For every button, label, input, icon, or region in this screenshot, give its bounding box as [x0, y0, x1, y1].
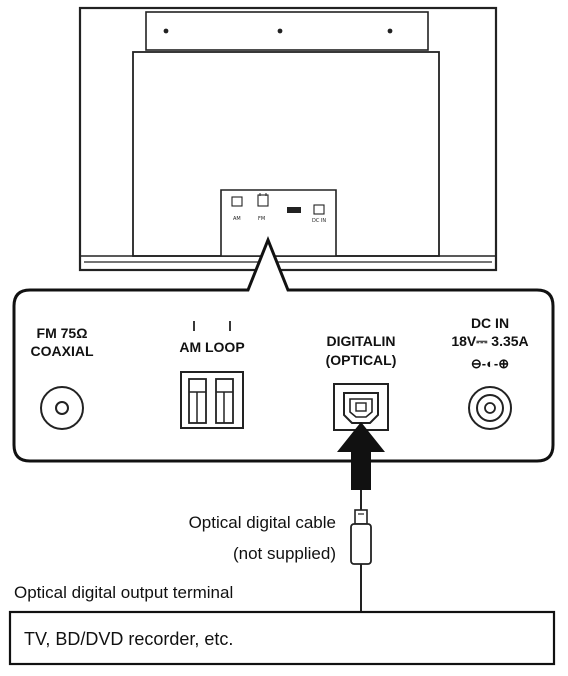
- optical-label-line1: DIGITALIN: [327, 333, 396, 349]
- callout-panel-outline: [12, 235, 555, 463]
- dc-input-terminal: DC IN 18V⎓ 3.35A ⊖-◐-⊕: [451, 315, 529, 430]
- dc-polarity-symbol: ⊖-◐-⊕: [471, 356, 509, 371]
- unit-mini-fm-jack-icon: [231, 196, 243, 207]
- optical-jack-core-icon: [355, 402, 367, 412]
- screw-icon: [387, 28, 393, 34]
- unit-connector-recess: [220, 189, 337, 256]
- fm-label-line1: FM 75Ω: [37, 325, 88, 341]
- dc-label-line1: DC IN: [471, 315, 509, 331]
- source-device-box: [8, 610, 556, 666]
- unit-mini-optical-icon: [287, 207, 301, 213]
- dc-label-line2: 18V⎓ 3.35A: [451, 333, 528, 349]
- unit-mini-label: AM: [233, 216, 241, 222]
- screw-icon: [163, 28, 169, 34]
- cable-label-line1: Optical digital cable: [189, 513, 336, 532]
- fm-antenna-terminal: FM 75Ω COAXIAL: [31, 325, 94, 430]
- unit-mini-am-terminal-icon: [257, 194, 269, 207]
- optical-label-line2: (OPTICAL): [326, 352, 397, 368]
- unit-mini-dc-icon: [313, 204, 325, 215]
- optical-plug-tip-icon: [354, 509, 368, 525]
- optical-plug-icon: [350, 509, 372, 565]
- screw-icon: [277, 28, 283, 34]
- optical-input-terminal: DIGITALIN (OPTICAL): [326, 333, 397, 431]
- unit-mini-label: FM: [258, 216, 265, 222]
- fm-jack-center-icon: [55, 401, 69, 415]
- output-terminal-label: Optical digital output terminal: [14, 583, 233, 602]
- unit-top-bar: [145, 11, 429, 51]
- am-antenna-terminal: AM LOOP: [179, 321, 245, 429]
- fm-label-line2: COAXIAL: [31, 343, 94, 359]
- source-device-label: TV, BD/DVD recorder, etc.: [24, 629, 233, 649]
- optical-plug-body-icon: [350, 523, 372, 565]
- unit-rear-view: AM FM DC IN: [78, 6, 498, 272]
- am-label: AM LOOP: [179, 339, 244, 355]
- cable-label-line2: (not supplied): [233, 544, 336, 563]
- connection-arrow-icon: [337, 422, 385, 490]
- unit-mini-label: DC IN: [312, 218, 326, 224]
- dc-jack-pin-icon: [484, 402, 496, 414]
